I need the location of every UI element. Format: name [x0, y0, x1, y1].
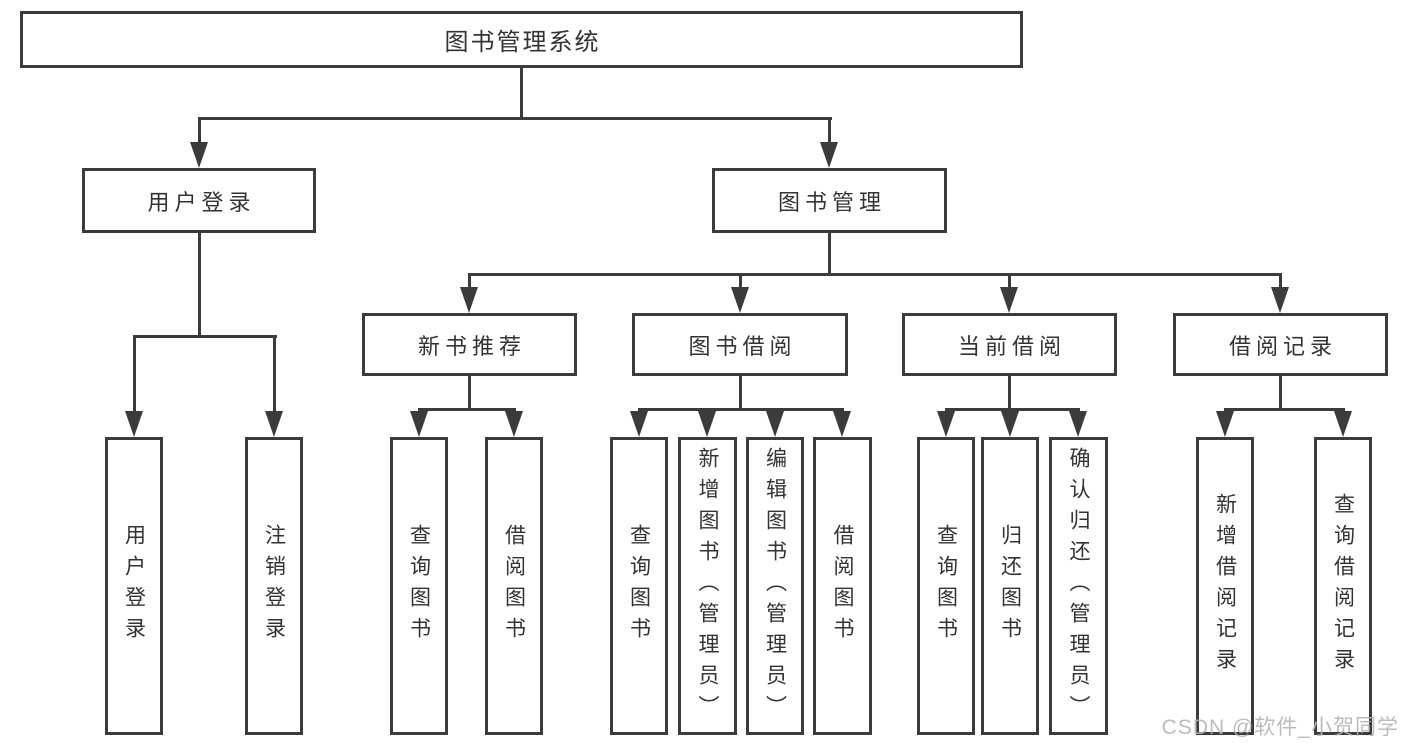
- connector-line: [1224, 408, 1345, 411]
- node-logout: 注销登录: [245, 437, 303, 735]
- node-label: 查询图书: [407, 524, 431, 648]
- node-current-borrowing: 当前借阅: [902, 313, 1117, 376]
- arrow-down-icon: [820, 142, 838, 168]
- node-query-books-recommend: 查询图书: [390, 437, 448, 735]
- connector-line: [273, 335, 276, 413]
- node-label: 归还图书: [998, 524, 1022, 648]
- arrow-down-icon: [1271, 287, 1289, 313]
- node-query-books-current: 查询图书: [917, 437, 975, 735]
- node-book-borrowing: 图书借阅: [632, 313, 848, 376]
- connector-line: [418, 408, 516, 411]
- arrow-down-icon: [937, 411, 955, 437]
- connector-line: [198, 233, 201, 337]
- node-new-book-recommendation: 新书推荐: [362, 313, 577, 376]
- arrow-down-icon: [698, 411, 716, 437]
- connector-line: [468, 376, 471, 410]
- arrow-down-icon: [833, 411, 851, 437]
- node-add-borrow-record: 新增借阅记录: [1196, 437, 1254, 735]
- node-label: 编辑图书（管理员）: [763, 446, 787, 726]
- arrow-down-icon: [410, 411, 428, 437]
- connector-line: [468, 273, 1282, 276]
- node-borrow-books-borrow: 借阅图书: [813, 437, 872, 735]
- node-label: 确认归还（管理员）: [1067, 446, 1090, 726]
- node-borrowing-records: 借阅记录: [1173, 313, 1388, 376]
- arrow-down-icon: [1216, 411, 1234, 437]
- connector-line: [1008, 376, 1011, 410]
- connector-line: [739, 273, 742, 289]
- connector-line: [828, 233, 831, 275]
- arrow-down-icon: [1000, 287, 1018, 313]
- node-label: 借阅图书: [502, 524, 526, 648]
- arrow-down-icon: [1001, 411, 1019, 437]
- connector-line: [133, 335, 277, 338]
- arrow-down-icon: [505, 411, 523, 437]
- node-label: 查询借阅记录: [1331, 493, 1355, 679]
- node-confirm-return-admin: 确认归还（管理员）: [1049, 437, 1108, 735]
- node-return-books: 归还图书: [981, 437, 1039, 735]
- node-label: 新增借阅记录: [1213, 493, 1237, 679]
- node-user-login-leaf: 用户登录: [105, 437, 163, 735]
- arrow-down-icon: [1069, 411, 1087, 437]
- node-label: 借阅图书: [831, 524, 854, 648]
- node-library-management-system: 图书管理系统: [20, 11, 1023, 68]
- arrow-down-icon: [630, 411, 648, 437]
- arrow-down-icon: [190, 142, 208, 168]
- node-label: 查询图书: [627, 524, 651, 648]
- connector-line: [1279, 376, 1282, 410]
- connector-line: [520, 68, 523, 118]
- node-add-book-admin: 新增图书（管理员）: [678, 437, 737, 735]
- node-label: 用户登录: [122, 524, 146, 648]
- connector-line: [739, 376, 742, 410]
- watermark: CSDN @软件_小贺同学: [1161, 716, 1399, 739]
- arrow-down-icon: [766, 411, 784, 437]
- connector-line: [198, 117, 832, 120]
- connector-line: [638, 408, 844, 411]
- node-borrow-books-recommend: 借阅图书: [485, 437, 543, 735]
- node-edit-book-admin: 编辑图书（管理员）: [746, 437, 804, 735]
- connector-line: [468, 273, 471, 289]
- arrow-down-icon: [460, 287, 478, 313]
- node-label: 新增图书（管理员）: [696, 446, 719, 726]
- arrow-down-icon: [265, 411, 283, 437]
- arrow-down-icon: [1334, 411, 1352, 437]
- node-label: 查询图书: [934, 524, 958, 648]
- connector-line: [1279, 273, 1282, 289]
- connector-line: [133, 335, 136, 413]
- connector-line: [828, 117, 831, 144]
- connector-line: [198, 117, 201, 144]
- node-query-borrow-record: 查询借阅记录: [1314, 437, 1372, 735]
- connector-line: [1008, 273, 1011, 289]
- arrow-down-icon: [125, 411, 143, 437]
- connector-line: [945, 408, 1079, 411]
- arrow-down-icon: [731, 287, 749, 313]
- node-query-books-borrow: 查询图书: [610, 437, 668, 735]
- node-label: 注销登录: [262, 524, 286, 648]
- node-user-login: 用户登录: [82, 168, 316, 233]
- node-book-management: 图书管理: [712, 168, 947, 233]
